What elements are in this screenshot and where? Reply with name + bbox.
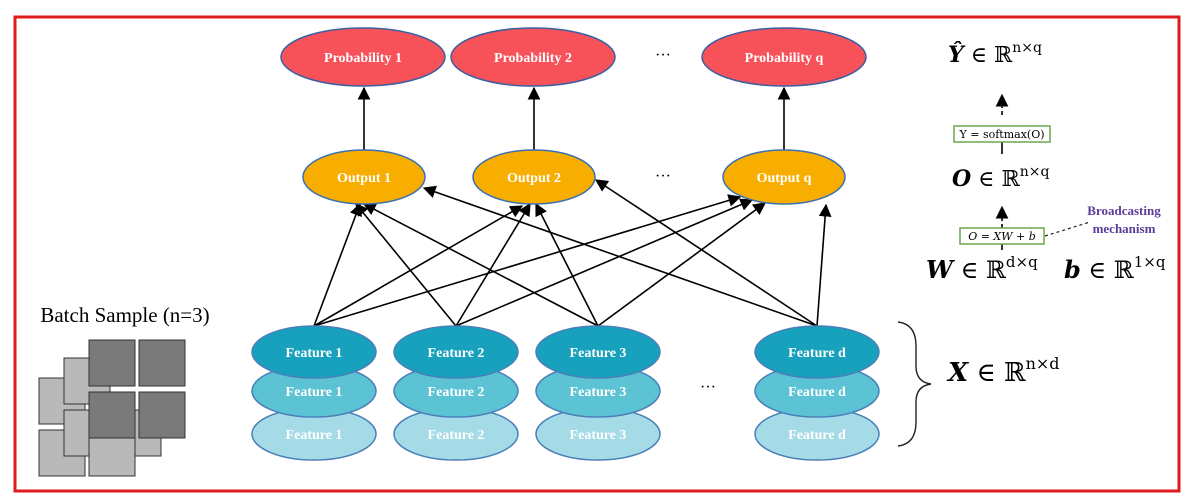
arrow-feature3-outputq (597, 202, 767, 327)
sample-square-dark-1 (88, 339, 136, 387)
broadcast-pointer (1044, 221, 1091, 237)
probability-node-1: Probability 1 (280, 27, 446, 87)
arrow-featured-outputq (816, 203, 832, 327)
connection-arrows (313, 86, 832, 327)
feature-ellipsis: ··· (700, 379, 716, 396)
feature-stack-1: Feature 1 Feature 1 Feature 1 (251, 325, 377, 461)
arrow-feature1-output1 (313, 202, 362, 327)
arrow-feature3-output1 (362, 203, 599, 327)
feature-d-bottom-label: Feature d (788, 428, 846, 443)
probability-node-1-label: Probability 1 (324, 51, 402, 66)
probability-ellipsis: ··· (655, 47, 671, 64)
output-node-1: Output 1 (302, 149, 426, 205)
sample-square-dark-3 (88, 391, 136, 439)
feature-2-mid-label: Feature 2 (428, 385, 485, 400)
output-node-2-label: Output 2 (507, 171, 561, 186)
b-space: ∈ ℝ (1081, 256, 1135, 284)
output-node-1-label: Output 1 (337, 171, 391, 186)
probability-node-q-label: Probability q (745, 51, 824, 66)
arrow-featured-output1 (422, 185, 818, 327)
feature-3-label: Feature 3 (570, 346, 627, 361)
b-dimension: 1×q (1134, 253, 1166, 271)
y-hat-equation: Ŷ ∈ ℝn×q (948, 40, 1042, 68)
x-equation: X ∈ ℝn×d (946, 354, 1060, 388)
feature-3-bottom-label: Feature 3 (570, 428, 627, 443)
feature-stack-3: Feature 3 Feature 3 Feature 3 (535, 325, 661, 461)
arrow-feature2-output1 (355, 203, 457, 327)
feature-3-mid-label: Feature 3 (570, 385, 627, 400)
feature-2-bottom-label: Feature 2 (428, 428, 485, 443)
b-symbol: b (1064, 255, 1081, 284)
probability-node-q: Probability q (701, 27, 867, 87)
output-node-q-label: Output q (757, 171, 812, 186)
y-hat-symbol: Ŷ (948, 41, 966, 68)
arrow-feature1-output2 (313, 205, 524, 327)
arrow-feature3-output2 (535, 202, 599, 327)
feature-1-mid-label: Feature 1 (286, 385, 343, 400)
o-equation: O ∈ ℝn×q (952, 164, 1049, 192)
o-dimension: n×q (1020, 164, 1050, 180)
softmax-box (953, 125, 1051, 143)
sample-square-dark-4 (138, 391, 186, 439)
linear-equation: O = XW + b (968, 230, 1036, 243)
arrow-feature1-outputq (313, 194, 742, 327)
batch-sample-icon (38, 339, 186, 477)
output-node-2: Output 2 (472, 149, 596, 205)
b-equation: b ∈ ℝ1×q (1064, 253, 1166, 284)
softmax-equation: Y = softmax(O) (958, 128, 1044, 141)
arrow-feature2-output2 (455, 202, 531, 327)
feature-stack-d: Feature d Feature d Feature d (754, 325, 880, 461)
probability-node-2: Probability 2 (450, 27, 616, 87)
x-space: ∈ ℝ (968, 358, 1026, 388)
feature-d-mid-label: Feature d (788, 385, 846, 400)
w-symbol: W (926, 255, 955, 284)
x-symbol: X (946, 358, 970, 388)
output-node-q: Output q (722, 149, 846, 205)
feature-1-label: Feature 1 (286, 346, 343, 361)
probability-node-2-label: Probability 2 (494, 51, 572, 66)
feature-d-label: Feature d (788, 346, 846, 361)
arrow-featured-output2 (594, 179, 818, 327)
broadcast-label-line2: mechanism (1093, 221, 1156, 236)
o-symbol: O (952, 166, 971, 192)
batch-sample-label: Batch Sample (n=3) (40, 303, 209, 327)
w-space: ∈ ℝ (953, 256, 1007, 284)
output-ellipsis: ··· (655, 168, 671, 185)
x-dimension: n×d (1026, 354, 1060, 373)
curly-brace (897, 321, 932, 447)
w-dimension: d×q (1006, 253, 1038, 271)
arrow-feature2-outputq (455, 198, 754, 327)
o-space: ∈ ℝ (971, 167, 1020, 192)
sample-square-dark-2 (138, 339, 186, 387)
feature-1-bottom-label: Feature 1 (286, 428, 343, 443)
outer-frame (13, 15, 1181, 493)
feature-2-label: Feature 2 (428, 346, 485, 361)
y-hat-space: ∈ ℝ (964, 43, 1013, 68)
y-hat-dimension: n×q (1012, 40, 1042, 56)
feature-stack-2: Feature 2 Feature 2 Feature 2 (393, 325, 519, 461)
broadcast-label-line1: Broadcasting (1087, 203, 1161, 218)
w-equation: W ∈ ℝd×q (926, 253, 1038, 284)
linear-box (959, 227, 1045, 245)
